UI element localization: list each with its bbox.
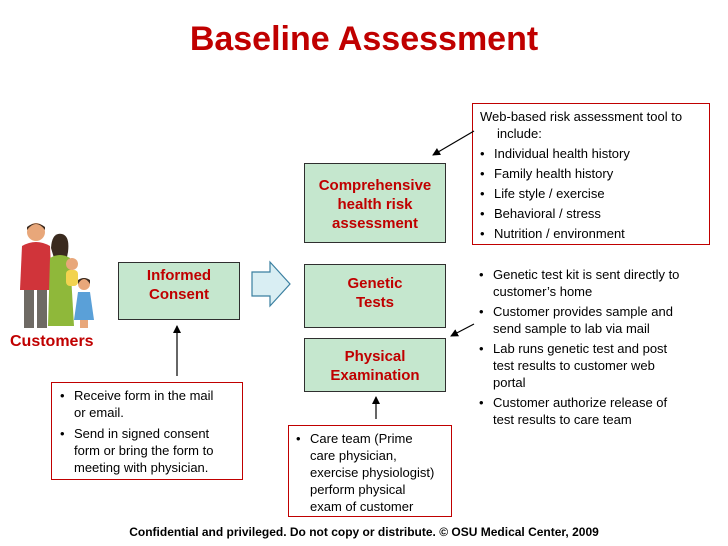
baby-body bbox=[66, 270, 78, 286]
genetic-note-item: Lab runs genetic test and post test resu… bbox=[476, 340, 714, 391]
web-tool-item-text: Life style / exercise bbox=[494, 186, 605, 201]
care-team-line: care physician, bbox=[310, 448, 397, 463]
child-hair bbox=[78, 278, 90, 284]
genetic-tests-box: Genetic Tests bbox=[304, 264, 446, 328]
care-team-line: Care team (Prime bbox=[310, 431, 413, 446]
genetic-note-line: send sample to lab via mail bbox=[493, 321, 650, 336]
web-tool-heading-line-1: Web-based risk assessment tool to bbox=[480, 109, 683, 124]
care-team-note: Care team (Prime care physician, exercis… bbox=[288, 425, 452, 517]
genetic-note-item: Genetic test kit is sent directly to cus… bbox=[476, 266, 714, 300]
web-tool-item-text: Individual health history bbox=[494, 146, 630, 161]
web-tool-item-text: Nutrition / environment bbox=[494, 226, 625, 241]
child-body bbox=[74, 292, 94, 320]
care-team-list: Care team (Prime care physician, exercis… bbox=[293, 430, 451, 515]
customers-label: Customers bbox=[10, 333, 94, 350]
genetic-note-line: test results to care team bbox=[493, 412, 632, 427]
genetic-note-item: Customer provides sample and send sample… bbox=[476, 303, 714, 337]
consent-note-list: Receive form in the mail or email. Send … bbox=[57, 387, 242, 476]
genetic-note-list: Genetic test kit is sent directly to cus… bbox=[476, 266, 714, 428]
family-illustration bbox=[20, 223, 94, 328]
comprehensive-line-2: health risk bbox=[337, 196, 413, 213]
physical-line-1: Physical bbox=[344, 348, 406, 365]
consent-note-line: form or bring the form to bbox=[74, 443, 214, 458]
informed-consent-line-1: Informed bbox=[146, 267, 212, 284]
web-tool-list: Individual health history Family health … bbox=[477, 145, 709, 242]
genetic-note-line: Lab runs genetic test and post bbox=[493, 341, 668, 356]
father-leg-left bbox=[24, 290, 34, 328]
genetic-note: Genetic test kit is sent directly to cus… bbox=[472, 266, 714, 434]
web-tool-heading: Web-based risk assessment tool to includ… bbox=[477, 108, 709, 142]
consent-note-line: meeting with physician. bbox=[74, 460, 209, 475]
father-leg-right bbox=[37, 290, 47, 328]
consent-note-item: Receive form in the mail or email. bbox=[57, 387, 242, 421]
physical-examination-box: Physical Examination bbox=[304, 338, 446, 392]
web-tool-item: Family health history bbox=[477, 165, 709, 182]
care-team-line: exam of customer bbox=[310, 499, 414, 514]
consent-note-line: or email. bbox=[74, 405, 124, 420]
web-tool-item: Behavioral / stress bbox=[477, 205, 709, 222]
father-body bbox=[20, 242, 52, 290]
web-tool-heading-line-2: include: bbox=[497, 126, 542, 141]
child-head bbox=[78, 278, 90, 290]
genetic-line-1: Genetic bbox=[347, 275, 403, 292]
web-tool-item-text: Family health history bbox=[494, 166, 614, 181]
genetic-note-line: customer’s home bbox=[493, 284, 593, 299]
comprehensive-line-1: Comprehensive bbox=[318, 177, 432, 194]
father-hair bbox=[27, 223, 45, 230]
block-arrow bbox=[251, 260, 291, 308]
page-title: Baseline Assessment bbox=[189, 20, 539, 58]
genetic-note-line: Customer authorize release of bbox=[493, 395, 668, 410]
arrow-to-genetic bbox=[450, 323, 475, 337]
genetic-note-line: portal bbox=[493, 375, 526, 390]
informed-consent-line-2: Consent bbox=[149, 286, 209, 303]
consent-note: Receive form in the mail or email. Send … bbox=[51, 382, 243, 480]
web-tool-item: Individual health history bbox=[477, 145, 709, 162]
physical-line-2: Examination bbox=[330, 367, 420, 384]
care-team-line: perform physical bbox=[310, 482, 406, 497]
genetic-note-line: Genetic test kit is sent directly to bbox=[493, 267, 680, 282]
baby-head bbox=[66, 258, 78, 270]
footer-notice: Confidential and privileged. Do not copy… bbox=[129, 525, 599, 539]
arrow-to-comprehensive bbox=[432, 130, 475, 156]
consent-note-line: Receive form in the mail bbox=[74, 388, 214, 403]
consent-note-item: Send in signed consent form or bring the… bbox=[57, 425, 242, 476]
comprehensive-assessment-box: Comprehensive health risk assessment bbox=[304, 163, 446, 243]
web-tool-note: Web-based risk assessment tool to includ… bbox=[472, 103, 710, 245]
informed-consent-box: Informed Consent bbox=[118, 262, 240, 320]
mother-hair bbox=[51, 233, 69, 262]
genetic-note-item: Customer authorize release of test resul… bbox=[476, 394, 714, 428]
care-team-item: Care team (Prime care physician, exercis… bbox=[293, 430, 451, 515]
genetic-line-2: Tests bbox=[355, 294, 395, 311]
web-tool-item-text: Behavioral / stress bbox=[494, 206, 601, 221]
comprehensive-line-3: assessment bbox=[332, 215, 418, 232]
child-leg bbox=[80, 320, 88, 328]
consent-note-line: Send in signed consent bbox=[74, 426, 210, 441]
web-tool-item: Nutrition / environment bbox=[477, 225, 709, 242]
care-team-line: exercise physiologist) bbox=[310, 465, 435, 480]
genetic-note-line: Customer provides sample and bbox=[493, 304, 673, 319]
web-tool-item: Life style / exercise bbox=[477, 185, 709, 202]
genetic-note-line: test results to customer web bbox=[493, 358, 655, 373]
father-head bbox=[27, 223, 45, 241]
